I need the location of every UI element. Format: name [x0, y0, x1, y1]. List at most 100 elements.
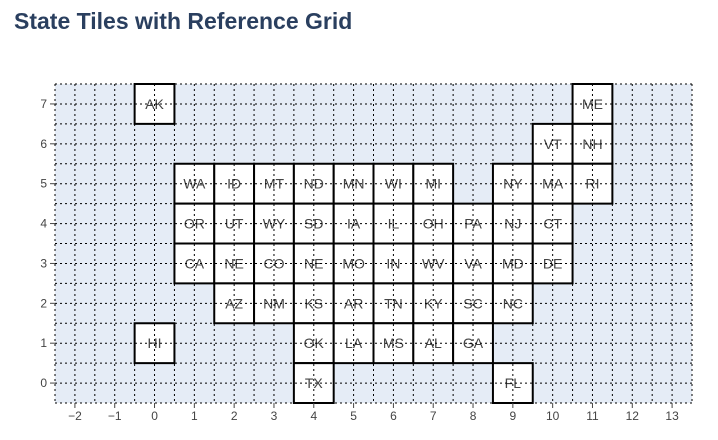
state-tile-label: PA — [464, 216, 482, 232]
chart-title: State Tiles with Reference Grid — [14, 8, 353, 34]
y-tick: 0 — [40, 376, 55, 390]
state-tile-label: MO — [342, 255, 365, 271]
x-tick: 12 — [626, 403, 640, 423]
state-tile-label: ND — [304, 176, 324, 192]
state-tile-label: TN — [384, 295, 403, 311]
x-tick-label: 7 — [430, 409, 437, 423]
x-tick-label: 5 — [350, 409, 357, 423]
state-tile-label: NH — [582, 136, 602, 152]
state-tile-label: CA — [185, 255, 205, 271]
state-tile-label: AR — [344, 295, 363, 311]
state-tile-label: OK — [304, 335, 325, 351]
x-tick-label: 13 — [665, 409, 679, 423]
y-tick: 5 — [40, 177, 55, 191]
state-tile-label: IA — [347, 216, 361, 232]
y-tick-label: 1 — [40, 336, 47, 350]
y-tick-label: 3 — [40, 256, 47, 270]
state-tile-label: NJ — [504, 216, 521, 232]
reference-grid — [54, 83, 693, 404]
x-tick-label: 11 — [586, 409, 599, 423]
y-tick: 1 — [40, 336, 55, 350]
state-tile-ok: OK — [292, 322, 335, 365]
y-tick: 6 — [40, 137, 55, 151]
x-tick: 1 — [191, 403, 198, 423]
y-tick-label: 2 — [40, 296, 47, 310]
y-tick: 4 — [40, 217, 55, 231]
state-tile-label: OR — [184, 216, 205, 232]
state-tile-label: AZ — [225, 295, 243, 311]
state-tile-label: AK — [145, 96, 164, 112]
state-tile-label: RI — [585, 176, 599, 192]
x-tick-label: 3 — [271, 409, 278, 423]
state-tile-label: UT — [225, 216, 244, 232]
state-tile-label: MS — [383, 335, 404, 351]
x-tick-label: −2 — [68, 409, 82, 423]
x-tick: 9 — [510, 403, 517, 423]
state-tile-label: SC — [463, 295, 482, 311]
state-tile-label: TX — [305, 375, 324, 391]
y-tick-label: 4 — [40, 217, 47, 231]
state-tile-label: KY — [424, 295, 443, 311]
y-tick-label: 5 — [40, 177, 47, 191]
x-tick: 2 — [231, 403, 238, 423]
state-tile-label: GA — [463, 335, 484, 351]
x-tick: 4 — [310, 403, 317, 423]
y-tick-label: 0 — [40, 376, 47, 390]
state-tile-label: LA — [345, 335, 363, 351]
x-tick-label: 9 — [510, 409, 517, 423]
state-tile-label: CT — [543, 216, 562, 232]
x-tick: 7 — [430, 403, 437, 423]
y-tick: 3 — [40, 256, 55, 270]
x-tick: 10 — [546, 403, 560, 423]
y-tick-label: 6 — [40, 137, 47, 151]
x-tick: 5 — [350, 403, 357, 423]
state-tile-label: CO — [263, 255, 284, 271]
state-tile-label: ID — [227, 176, 241, 192]
state-tile-label: NE — [304, 255, 323, 271]
x-tick: −1 — [108, 403, 122, 423]
state-tile-label: NY — [503, 176, 523, 192]
state-tile-label: IN — [386, 255, 400, 271]
y-tick-label: 7 — [40, 97, 47, 111]
state-tile-va: VA — [452, 242, 494, 285]
state-tile-label: MI — [425, 176, 441, 192]
x-tick-label: 6 — [390, 409, 397, 423]
x-tick-label: −1 — [108, 409, 122, 423]
y-tick: 7 — [40, 97, 55, 111]
y-tick: 2 — [40, 296, 55, 310]
state-tile-label: VT — [544, 136, 562, 152]
state-tile-label: WY — [263, 216, 286, 232]
state-tile-ca: CA — [173, 242, 216, 285]
state-tile-label: IL — [388, 216, 400, 232]
state-tile-label: KS — [304, 295, 323, 311]
x-tick-label: 0 — [151, 409, 158, 423]
state-tile-label: ME — [582, 96, 603, 112]
state-tile-label: NE — [224, 255, 243, 271]
x-tick: 6 — [390, 403, 397, 423]
x-tick: 13 — [665, 403, 679, 423]
state-tile-label: AL — [425, 335, 442, 351]
x-tick-label: 4 — [310, 409, 317, 423]
x-tick: 0 — [151, 403, 158, 423]
x-tick: 3 — [271, 403, 278, 423]
x-tick: 8 — [470, 403, 477, 423]
x-tick: −2 — [68, 403, 82, 423]
state-tile-label: VA — [464, 255, 482, 271]
state-tile-label: WV — [422, 255, 445, 271]
state-tile-label: NM — [263, 295, 285, 311]
x-tick-label: 1 — [191, 409, 198, 423]
state-tile-label: MD — [502, 255, 524, 271]
x-tick: 11 — [586, 403, 599, 423]
x-tick-label: 2 — [231, 409, 238, 423]
x-tick-label: 12 — [626, 409, 640, 423]
state-tile-label: FL — [505, 375, 522, 391]
state-tile-label: MT — [264, 176, 285, 192]
state-tile-label: DE — [543, 255, 562, 271]
state-tile-label: SD — [304, 216, 323, 232]
state-tile-label: NC — [503, 295, 523, 311]
state-tile-label: WA — [183, 176, 206, 192]
x-tick-label: 8 — [470, 409, 477, 423]
y-axis-ticks: 0 1 2 3 4 5 6 7 — [40, 97, 55, 390]
